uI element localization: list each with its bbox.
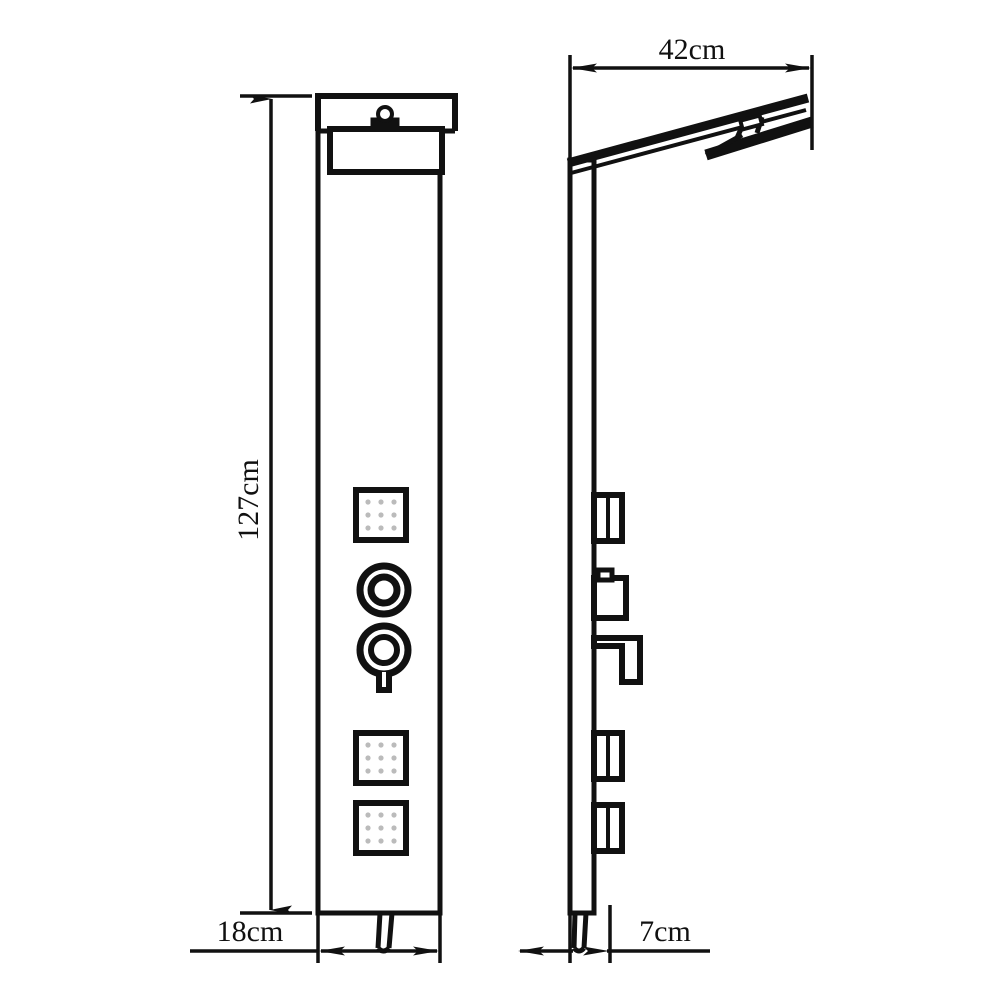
side-mixer-handle[interactable] (591, 635, 643, 685)
body-jet-upper (353, 487, 409, 543)
side-jet-upper (591, 492, 625, 544)
body-jet-middle (353, 730, 409, 786)
side-panel-body (567, 157, 597, 916)
shower-arm-inner-edge (570, 108, 807, 175)
depth-dimension: 7cm (518, 905, 710, 963)
shower-arm (566, 93, 810, 168)
rain-shower-head-left-taper (704, 132, 744, 158)
diverter-knob[interactable] (356, 562, 412, 618)
side-jet-lower (591, 802, 625, 854)
side-view (566, 93, 814, 954)
projection-dimension-label: 42cm (659, 33, 726, 66)
depth-dimension-label: 7cm (639, 915, 691, 948)
width-dimension: 18cm (190, 880, 442, 963)
mixer-handle-knob[interactable] (356, 622, 412, 693)
depth-projection-dimension: 42cm (568, 33, 814, 172)
shower-head-connector-pivot (376, 105, 394, 123)
body-jet-lower (353, 800, 409, 856)
jet-nozzle-dots (365, 499, 397, 531)
overhead-shower-head-plate (327, 126, 445, 175)
side-jet-middle (591, 730, 625, 782)
jet-nozzle-dots (365, 742, 397, 774)
width-dimension-label: 18cm (217, 915, 284, 948)
rain-shower-head (704, 116, 814, 161)
height-dimension-label: 127cm (232, 459, 265, 541)
jet-nozzle-dots (365, 812, 397, 844)
shower-head-connector-collar (737, 113, 765, 132)
front-view (315, 93, 458, 954)
side-diverter-knob[interactable] (591, 567, 629, 621)
height-dimension: 127cm (232, 94, 312, 915)
